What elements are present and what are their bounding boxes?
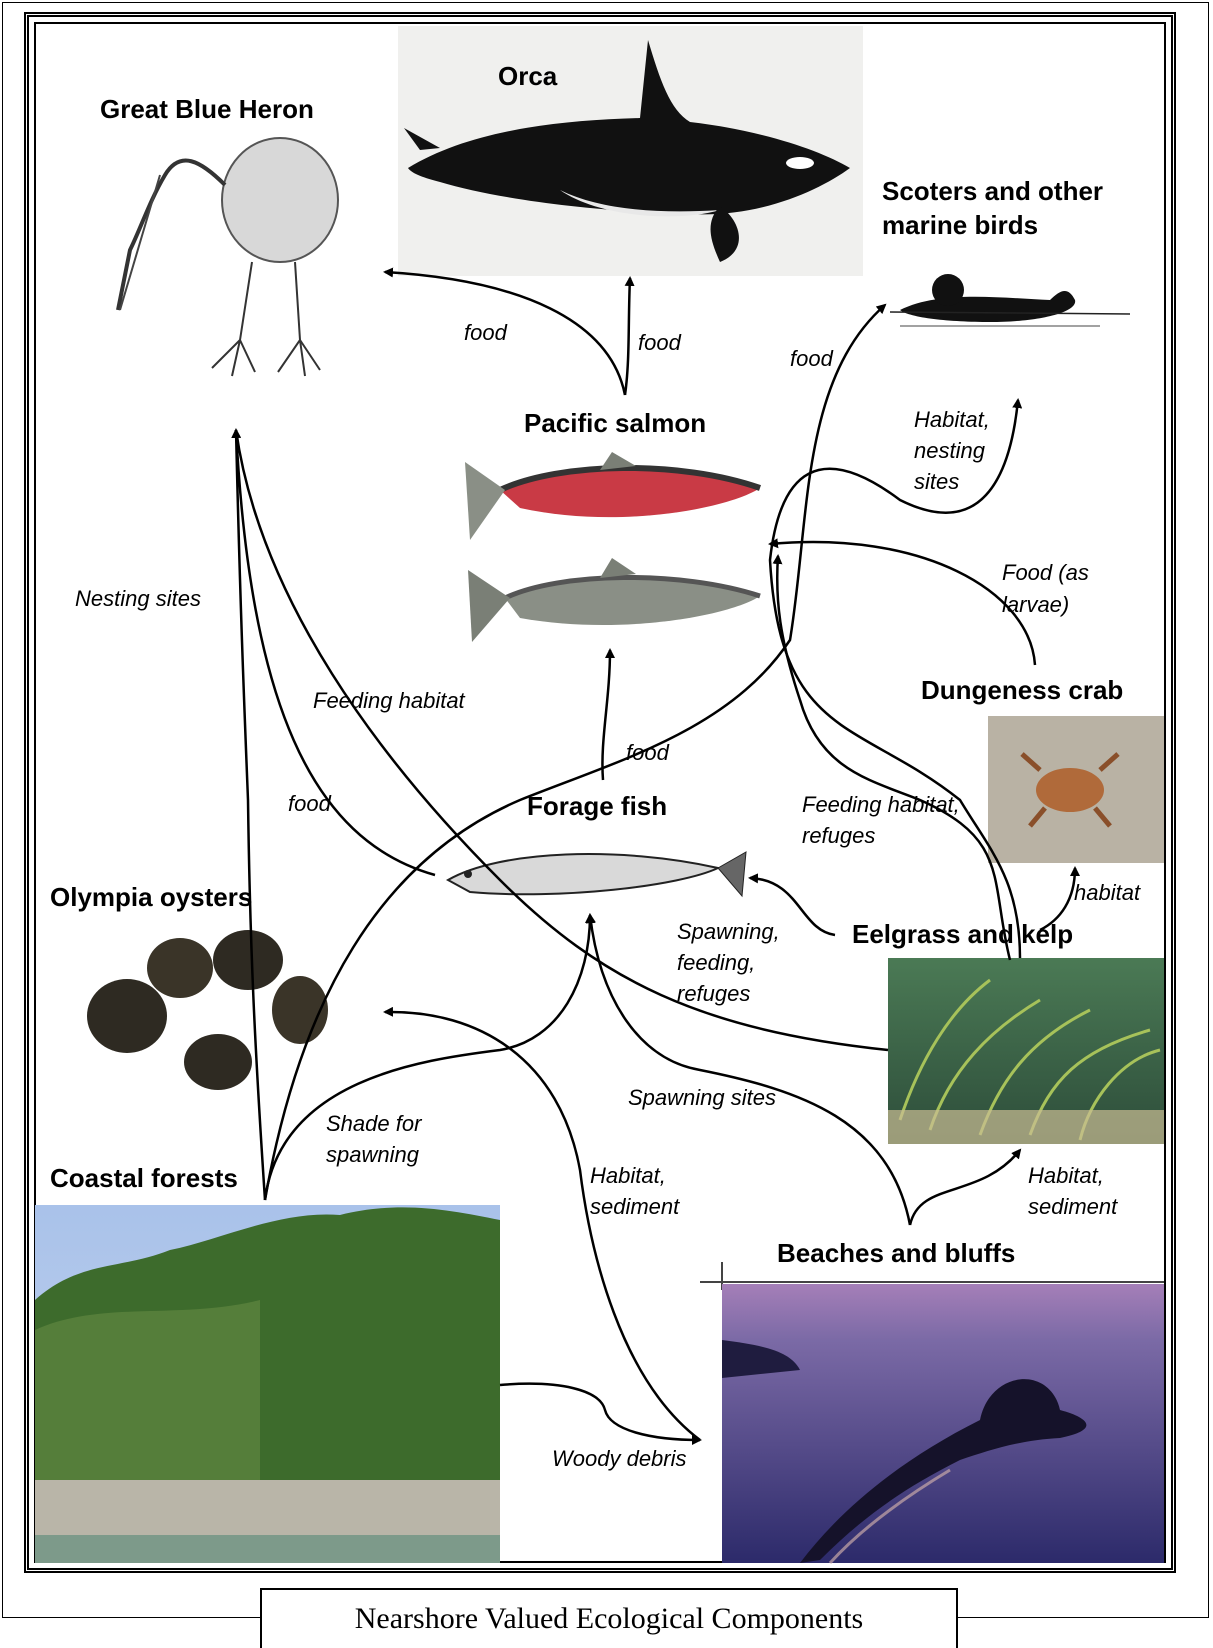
title-heron: Great Blue Heron bbox=[100, 94, 314, 124]
label-food-orca: food bbox=[638, 330, 682, 355]
label-food-larvae-1: Food (as bbox=[1002, 560, 1089, 585]
arrow-forest-forage bbox=[265, 915, 590, 1200]
figure-caption: Nearshore Valued Ecological Components bbox=[260, 1588, 958, 1648]
title-scoters-2: marine birds bbox=[882, 210, 1038, 240]
title-crab: Dungeness crab bbox=[921, 675, 1123, 705]
title-beaches: Beaches and bluffs bbox=[777, 1238, 1015, 1268]
coastal-forests-photo bbox=[35, 1205, 500, 1563]
label-feeding-habitat: Feeding habitat bbox=[313, 688, 466, 713]
label-food-heron: food bbox=[464, 320, 508, 345]
label-spawning-2: feeding, bbox=[677, 950, 755, 975]
label-hab-sed-oyster-2: sediment bbox=[590, 1194, 680, 1219]
label-habitat-crab: habitat bbox=[1074, 880, 1141, 905]
scoter-illustration bbox=[890, 274, 1130, 326]
arrow-forage-salmon bbox=[602, 650, 610, 780]
arrow-crab-salmon bbox=[770, 542, 1035, 665]
label-habitat-nesting-1: Habitat, bbox=[914, 407, 990, 432]
label-spawning-sites: Spawning sites bbox=[628, 1085, 776, 1110]
label-habitat-nesting-2: nesting bbox=[914, 438, 986, 463]
label-feeding-refuges-2: refuges bbox=[802, 823, 875, 848]
title-oysters: Olympia oysters bbox=[50, 882, 252, 912]
title-eelgrass: Eelgrass and kelp bbox=[852, 919, 1073, 949]
label-food-scoters: food bbox=[790, 346, 834, 371]
arrow-beaches-eelgrass bbox=[910, 1150, 1020, 1225]
label-feeding-refuges-1: Feeding habitat, bbox=[802, 792, 960, 817]
label-spawning-3: refuges bbox=[677, 981, 750, 1006]
label-spawning-1: Spawning, bbox=[677, 919, 780, 944]
arrow-forest-heron bbox=[236, 430, 265, 1200]
title-salmon: Pacific salmon bbox=[524, 408, 706, 438]
arrow-eelgrass-salmon-fh bbox=[777, 556, 1010, 960]
beaches-bluffs-photo bbox=[700, 1262, 1164, 1563]
title-forests: Coastal forests bbox=[50, 1163, 238, 1193]
heron-illustration bbox=[118, 138, 338, 376]
title-scoters-1: Scoters and other bbox=[882, 176, 1103, 206]
label-habitat-nesting-3: sites bbox=[914, 469, 959, 494]
title-forage-fish: Forage fish bbox=[527, 791, 667, 821]
label-shade-2: spawning bbox=[326, 1142, 420, 1167]
label-food-forage-heron: food bbox=[288, 791, 332, 816]
label-nesting-sites: Nesting sites bbox=[75, 586, 201, 611]
arrow-forest-scoters bbox=[265, 305, 885, 1200]
arrow-salmon-orca bbox=[625, 278, 630, 395]
label-shade-1: Shade for bbox=[326, 1111, 423, 1136]
label-woody-debris: Woody debris bbox=[552, 1446, 687, 1471]
label-hab-sed-eel-2: sediment bbox=[1028, 1194, 1118, 1219]
pacific-salmon-illustration bbox=[465, 452, 760, 642]
orca-illustration bbox=[398, 26, 863, 276]
dungeness-crab-photo bbox=[988, 716, 1164, 863]
label-food-larvae-2: larvae) bbox=[1002, 592, 1069, 617]
arrow-eelgrass-heron bbox=[236, 430, 888, 1050]
label-hab-sed-oyster-1: Habitat, bbox=[590, 1163, 666, 1188]
label-food-forage-salmon: food bbox=[626, 740, 670, 765]
arrow-forage-heron bbox=[236, 430, 435, 875]
title-orca: Orca bbox=[498, 61, 558, 91]
olympia-oysters-photo bbox=[87, 930, 328, 1090]
label-hab-sed-eel-1: Habitat, bbox=[1028, 1163, 1104, 1188]
eelgrass-kelp-photo bbox=[888, 958, 1164, 1144]
